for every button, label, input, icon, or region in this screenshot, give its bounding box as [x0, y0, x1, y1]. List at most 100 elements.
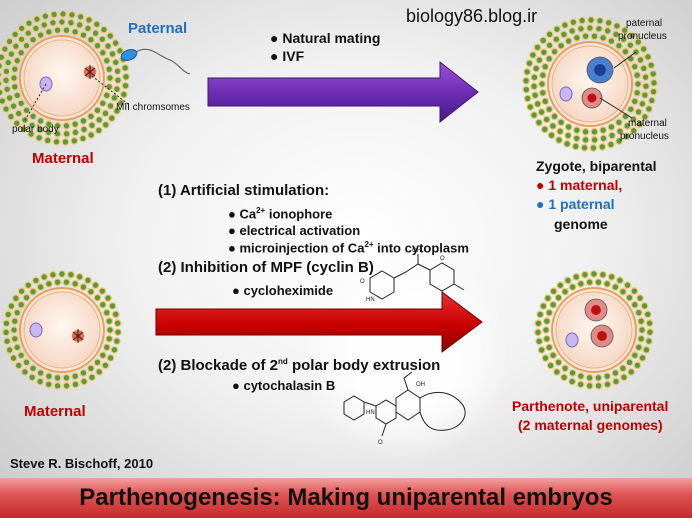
cumulus-granule — [35, 133, 44, 142]
cumulus-granule — [560, 30, 568, 39]
cumulus-granule — [536, 310, 545, 319]
cumulus-granule — [532, 64, 541, 73]
structure-atom: OH — [412, 248, 421, 254]
cumulus-granule — [44, 372, 53, 381]
cumulus-granule — [104, 294, 112, 303]
cumulus-granule — [36, 117, 45, 125]
cytoplasm — [23, 291, 101, 369]
cumulus-granule — [621, 47, 630, 56]
cumulus-granule — [10, 65, 19, 74]
cumulus-granule — [44, 380, 53, 389]
cumulus-granule — [649, 87, 658, 96]
cumulus-granule — [561, 21, 569, 30]
cumulus-granule — [121, 63, 130, 72]
cumulus-granule — [581, 135, 590, 144]
cumulus-granule — [568, 377, 577, 386]
cumulus-granule — [540, 125, 549, 134]
cumulus-granule — [32, 276, 40, 285]
cumulus-granule — [80, 377, 88, 386]
cumulus-granule — [590, 270, 598, 278]
cumulus-granule — [634, 38, 643, 46]
cumulus-granule — [635, 120, 644, 129]
diagram-graphics: O HN OH O HN OH O — [0, 10, 658, 446]
cumulus-granule — [542, 326, 550, 334]
cumulus-granule — [620, 373, 628, 382]
method-ivf: ● IVF — [270, 48, 305, 64]
cumulus-granule — [102, 91, 111, 100]
footer-title: Parthenogenesis: Making uniparental embr… — [79, 484, 613, 511]
cumulus-granule — [7, 302, 16, 310]
cumulus-granule — [104, 42, 112, 51]
cumulus-granule — [530, 73, 539, 82]
cumulus-granule — [616, 276, 624, 285]
cumulus-granule — [112, 337, 121, 346]
cumulus-granule — [13, 91, 22, 100]
cumulus-granule — [110, 93, 119, 102]
cumulus-granule — [122, 72, 130, 81]
cumulus-granule — [541, 97, 550, 106]
cumulus-granule — [633, 361, 642, 370]
cumulus-granule — [586, 24, 594, 32]
cumulus-granule — [615, 41, 623, 50]
maternal-pronucleus-label-1: maternal — [628, 118, 667, 129]
cumulus-granule — [611, 283, 620, 291]
cumulus-granule — [80, 125, 88, 134]
cumulus-granule — [535, 56, 544, 64]
cumulus-granule — [522, 76, 530, 85]
cumulus-granule — [68, 10, 76, 19]
structure-atom: HN — [366, 297, 375, 303]
cumulus-granule — [633, 71, 642, 80]
cumulus-granule — [98, 300, 107, 309]
cumulus-granule — [29, 287, 37, 296]
cumulus-granule — [623, 281, 632, 290]
cumulus-granule — [108, 50, 117, 58]
ca-ionophore: ● Ca2+ ionophore — [228, 206, 333, 222]
cumulus-granule — [538, 71, 547, 80]
cumulus-granule — [71, 380, 80, 389]
cumulus-granule — [590, 135, 599, 144]
cumulus-granule — [557, 118, 565, 127]
cumulus-granule — [36, 31, 45, 39]
cumulus-granule — [585, 278, 594, 287]
cumulus-granule — [2, 319, 11, 328]
cumulus-granule — [535, 118, 543, 127]
cumulus-granule — [636, 294, 644, 303]
cumulus-granule — [87, 35, 95, 44]
cumulus-granule — [14, 109, 23, 118]
cumulus-granule — [79, 134, 87, 143]
cumulus-granule — [4, 58, 13, 67]
cumulus-granule — [629, 126, 638, 135]
cumulus-granule — [22, 41, 31, 50]
cumulus-granule — [630, 97, 639, 106]
cumulus-granule — [576, 380, 585, 389]
cumulus-granule — [637, 334, 646, 343]
cumulus-granule — [44, 120, 53, 129]
cumulus-granule — [539, 36, 548, 45]
cumulus-granule — [539, 48, 548, 57]
cumulus-granule — [58, 270, 66, 278]
cumulus-granule — [101, 109, 110, 118]
cumulus-granule — [114, 328, 122, 337]
cumulus-granule — [107, 114, 116, 123]
cumulus-granule — [534, 328, 542, 337]
cumulus-granule — [537, 346, 546, 354]
cumulus-granule — [2, 67, 11, 76]
cumulus-granule — [619, 35, 628, 44]
cytochalasin-structure-icon — [343, 371, 466, 437]
cumulus-granule — [585, 373, 594, 382]
cumulus-granule — [640, 302, 649, 310]
cumulus-granule — [554, 293, 563, 302]
cumulus-granule — [564, 276, 572, 285]
cumulus-granule — [105, 334, 114, 343]
cumulus-granule — [533, 100, 542, 108]
cumulus-granule — [626, 41, 635, 50]
cumulus-granule — [647, 61, 656, 70]
cumulus-granule — [641, 112, 649, 121]
cumulus-granule — [646, 328, 654, 337]
cumulus-granule — [67, 270, 75, 279]
cumulus-granule — [531, 91, 540, 100]
cumulus-granule — [595, 24, 603, 33]
cumulus-granule — [634, 108, 643, 116]
structure-atom: O — [440, 256, 445, 262]
cumulus-granule — [24, 29, 33, 38]
